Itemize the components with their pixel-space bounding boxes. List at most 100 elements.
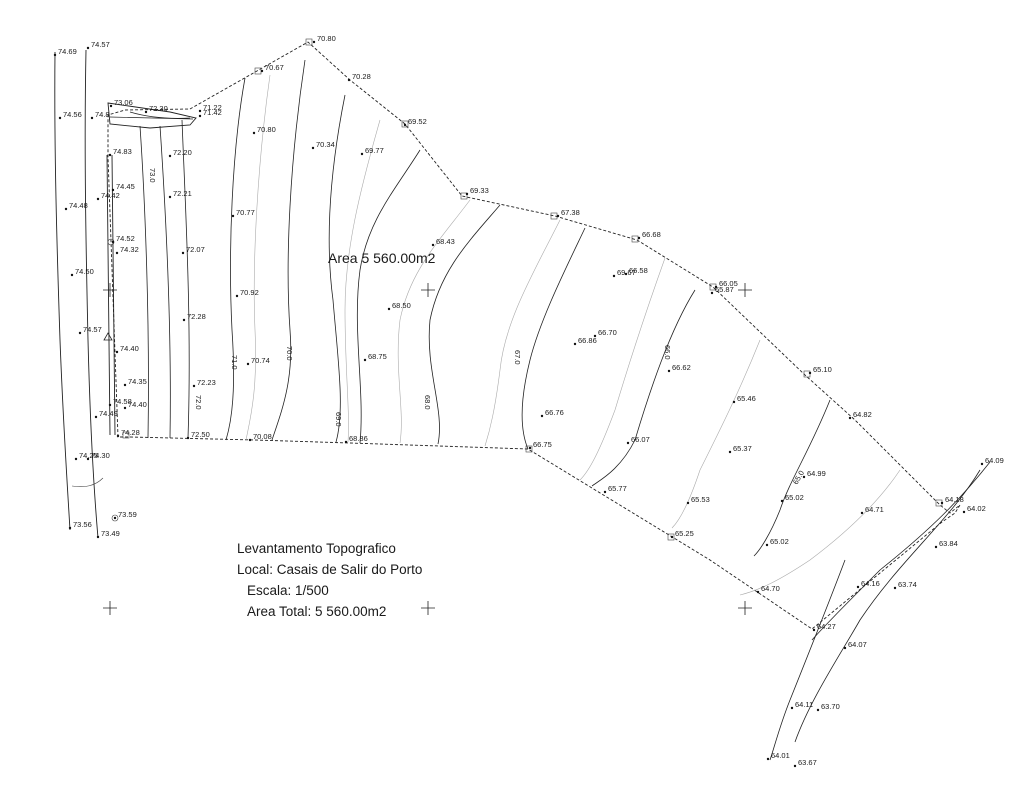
spot-elevation-label: 68.43 [436, 237, 455, 246]
spot-elevations: 74.6974.5770.8070.6770.2869.5273.0672.30… [53, 34, 1004, 768]
spot-elevation-label: 64.18 [945, 495, 964, 504]
spot-elevation-label: 74.32 [120, 245, 139, 254]
spot-elevation: 74.45 [111, 182, 135, 192]
survey-location: Local: Casais de Salir do Porto [237, 562, 423, 577]
spot-elevation-label: 74.35 [128, 377, 147, 386]
survey-scale: Escala: 1/500 [247, 583, 329, 598]
spot-dot [670, 535, 674, 539]
spot-elevation-label: 74.40 [128, 400, 147, 409]
spot-elevation-label: 74.42 [101, 191, 120, 200]
spot-elevation-label: 66.07 [631, 435, 650, 444]
spot-elevation-label: 70.80 [317, 34, 336, 43]
spot-elevation: 74.69 [53, 47, 77, 57]
spot-dot [816, 708, 820, 712]
spot-elevation-label: 74.40 [120, 344, 139, 353]
spot-elevation-label: 70.28 [352, 72, 371, 81]
station-marker [460, 192, 468, 200]
spot-dot [860, 511, 864, 515]
spot-elevation: 74.42 [96, 191, 120, 201]
spot-elevation-label: 74.48 [69, 201, 88, 210]
spot-elevation: 73.06 [109, 98, 133, 108]
spot-dot [123, 383, 127, 387]
spot-dot [64, 207, 68, 211]
spot-dot [540, 414, 544, 418]
spot-elevation: 73.59 [113, 510, 137, 520]
spot-elevation-label: 71.42 [203, 108, 222, 117]
spot-elevation-label: 74.50 [75, 267, 94, 276]
spot-elevation: 63.67 [793, 758, 817, 768]
spot-dot [96, 197, 100, 201]
spot-elevation-label: 66.70 [598, 328, 617, 337]
spot-elevation-label: 68.50 [392, 301, 411, 310]
spot-elevation: 66.05 [714, 279, 738, 289]
spot-elevation-label: 73.59 [118, 510, 137, 519]
spot-elevation-label: 70.34 [316, 140, 335, 149]
spot-elevation-label: 68.86 [349, 434, 368, 443]
spot-elevation: 72.20 [168, 148, 192, 158]
grid-cross [421, 601, 435, 615]
contour-line [139, 125, 149, 439]
spot-dot [765, 543, 769, 547]
spot-elevation-label: 72.07 [186, 245, 205, 254]
spot-elevation-label: 64.07 [848, 640, 867, 649]
contour-value: 69.0 [334, 412, 343, 427]
spot-dot [311, 146, 315, 150]
spot-elevation: 70.67 [260, 63, 284, 73]
spot-dot [116, 434, 120, 438]
spot-dot [637, 236, 641, 240]
spot-elevation-label: 74.58 [113, 397, 132, 406]
spot-elevation-label: 73.06 [114, 98, 133, 107]
grid-crosses [103, 283, 752, 615]
contour-line [181, 119, 190, 439]
spot-dot [980, 462, 984, 466]
survey-title: Levantamento Topografico [237, 541, 396, 556]
spot-dot [363, 358, 367, 362]
spot-elevation: 65.10 [808, 365, 832, 375]
spot-elevation: 71.42 [198, 108, 222, 118]
spot-dot [465, 192, 469, 196]
spot-dot [962, 510, 966, 514]
spot-dot [70, 273, 74, 277]
spot-elevation: 63.70 [816, 702, 840, 712]
spot-dot [192, 384, 196, 388]
spot-dot [246, 362, 250, 366]
building-detail [109, 111, 194, 120]
spot-elevation: 70.08 [248, 432, 272, 442]
spot-elevation-label: 64.11 [795, 700, 813, 709]
spot-dot [108, 403, 112, 407]
station-marker [305, 38, 313, 46]
spot-dot [940, 501, 944, 505]
spot-elevation: 74.40 [115, 344, 139, 354]
spot-elevation-label: 72.20 [173, 148, 192, 157]
spot-dot [186, 436, 190, 440]
spot-elevation-label: 65.37 [733, 444, 752, 453]
contour-line [794, 469, 981, 743]
spot-dot [780, 499, 784, 503]
grid-cross [421, 283, 435, 297]
spot-elevation-label: 65.53 [691, 495, 710, 504]
spot-elevation-label: 64.82 [853, 410, 872, 419]
spot-elevation: 66.68 [637, 230, 661, 240]
area-label: Area 5 560.00m2 [328, 250, 436, 266]
spot-dot [231, 214, 235, 218]
spot-elevation: 72.28 [182, 312, 206, 322]
spot-elevation: 68.50 [387, 301, 411, 311]
spot-elevation-label: 66.86 [578, 336, 597, 345]
station-marker [803, 370, 811, 378]
spot-elevation: 69.52 [403, 117, 427, 127]
spot-dot [53, 53, 57, 57]
spot-elevation: 70.80 [252, 125, 276, 135]
contour-line [328, 94, 346, 443]
spot-elevation-label: 74.45 [116, 182, 135, 191]
spot-elevation: 63.74 [893, 580, 917, 590]
spot-dot [260, 69, 264, 73]
spot-dot [573, 342, 577, 346]
spot-elevation: 68.75 [363, 352, 387, 362]
spot-elevation: 74.28 [116, 428, 140, 438]
spot-elevation: 72.23 [192, 378, 216, 388]
spot-dot [68, 526, 72, 530]
spot-elevation-label: 66.62 [672, 363, 691, 372]
road-edge-east [84, 49, 99, 539]
spot-elevation-label: 74.30 [91, 451, 110, 460]
